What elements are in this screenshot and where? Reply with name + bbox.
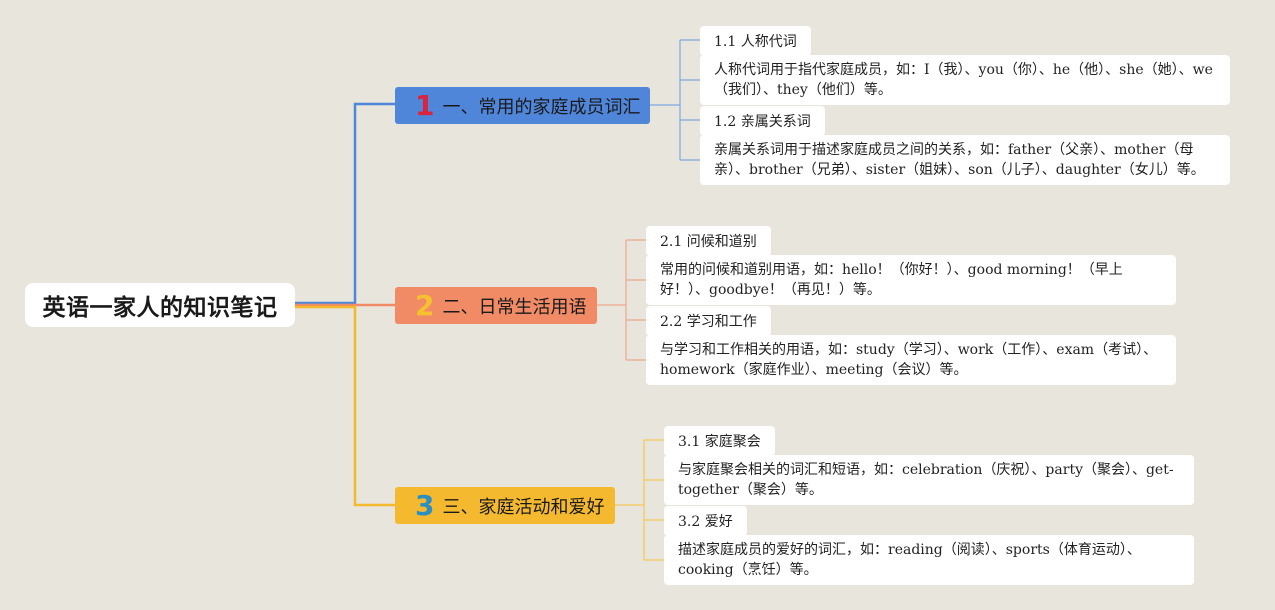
branch-topic-2[interactable]: 2 二、日常生活用语: [395, 287, 597, 324]
branch-label-3: 三、家庭活动和爱好: [442, 496, 605, 518]
subtopic-desc-text: 人称代词用于指代家庭成员，如：I（我）、you（你）、he（他）、she（她）、…: [714, 62, 1213, 98]
subtopic-title: 3.2 爱好: [678, 514, 733, 530]
subtopic-desc-text: 亲属关系词用于描述家庭成员之间的关系，如：father（父亲）、mother（母…: [714, 142, 1205, 178]
connector-branch-2-children: [597, 239, 646, 361]
subtopic-desc-text: 与家庭聚会相关的词汇和短语，如：celebration（庆祝）、party（聚会…: [678, 462, 1174, 498]
root-title: 英语一家人的知识笔记: [42, 295, 278, 321]
subtopic-2-1[interactable]: 2.1 问候和道别: [646, 226, 771, 256]
subtopic-3-1[interactable]: 3.1 家庭聚会: [664, 426, 775, 456]
branch-label-2: 二、日常生活用语: [442, 296, 587, 318]
connector-branch-1-children: [650, 39, 700, 161]
connector-root-branch-3: [295, 305, 395, 507]
connector-branch-3-children: [615, 439, 664, 561]
subtopic-3-1-desc[interactable]: 与家庭聚会相关的词汇和短语，如：celebration（庆祝）、party（聚会…: [664, 455, 1194, 505]
connector-root-branch-1: [295, 102, 395, 305]
subtopic-title: 2.2 学习和工作: [660, 314, 757, 330]
branch-number-1: 1: [415, 89, 435, 122]
subtopic-3-2-desc[interactable]: 描述家庭成员的爱好的词汇，如：reading（阅读）、sports（体育运动）、…: [664, 535, 1194, 585]
subtopic-desc-text: 常用的问候和道别用语，如：hello！（你好！）、good morning！（早…: [660, 262, 1123, 298]
subtopic-title: 1.2 亲属关系词: [714, 114, 811, 130]
subtopic-1-2-desc[interactable]: 亲属关系词用于描述家庭成员之间的关系，如：father（父亲）、mother（母…: [700, 135, 1230, 185]
subtopic-1-1-desc[interactable]: 人称代词用于指代家庭成员，如：I（我）、you（你）、he（他）、she（她）、…: [700, 55, 1230, 105]
subtopic-desc-text: 与学习和工作相关的用语，如：study（学习）、work（工作）、exam（考试…: [660, 342, 1158, 378]
branch-number-2: 2: [415, 289, 435, 322]
subtopic-1-2[interactable]: 1.2 亲属关系词: [700, 106, 825, 136]
branch-topic-3[interactable]: 3 三、家庭活动和爱好: [395, 487, 615, 524]
subtopic-title: 1.1 人称代词: [714, 34, 797, 50]
branch-topic-1[interactable]: 1 一、常用的家庭成员词汇: [395, 87, 650, 124]
subtopic-1-1[interactable]: 1.1 人称代词: [700, 26, 811, 56]
subtopic-2-1-desc[interactable]: 常用的问候和道别用语，如：hello！（你好！）、good morning！（早…: [646, 255, 1176, 305]
subtopic-title: 2.1 问候和道别: [660, 234, 757, 250]
branch-number-3: 3: [415, 489, 435, 522]
subtopic-2-2[interactable]: 2.2 学习和工作: [646, 306, 771, 336]
subtopic-title: 3.1 家庭聚会: [678, 434, 761, 450]
branch-label-1: 一、常用的家庭成员词汇: [442, 96, 641, 118]
root-topic[interactable]: 英语一家人的知识笔记: [25, 283, 295, 327]
subtopic-desc-text: 描述家庭成员的爱好的词汇，如：reading（阅读）、sports（体育运动）、…: [678, 542, 1141, 578]
subtopic-3-2[interactable]: 3.2 爱好: [664, 506, 747, 536]
subtopic-2-2-desc[interactable]: 与学习和工作相关的用语，如：study（学习）、work（工作）、exam（考试…: [646, 335, 1176, 385]
